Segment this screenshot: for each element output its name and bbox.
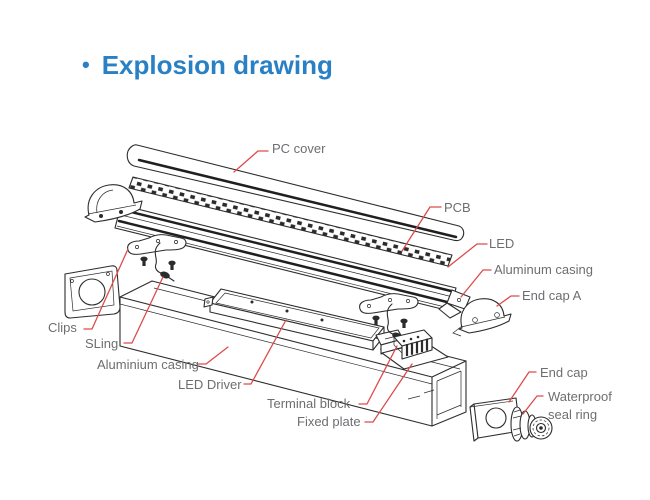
aluminum-casing-leader-line (460, 269, 492, 298)
end-cap-a-part (452, 298, 512, 337)
waterproof-seal-ring-part (510, 406, 553, 442)
pc-cover-leader-line (233, 150, 269, 173)
end-cap-a-label: End cap A (522, 288, 582, 303)
waterproof-seal-ring-leader-line (522, 395, 544, 415)
clips-label: Clips (48, 320, 77, 335)
fixed-plate-label: Fixed plate (297, 414, 361, 429)
led-driver-label: LED Driver (178, 377, 242, 392)
part-labels: PC cover PCB LED Aluminum casing End cap… (48, 141, 612, 429)
aluminum-casing-part (114, 204, 471, 319)
pcb-led-strip-part (128, 176, 453, 267)
aluminium-casing-label: Aluminium casing (97, 357, 199, 372)
sling-leader-line (123, 276, 164, 344)
terminal-block-label: Terminal block (267, 396, 351, 411)
sling-label: SLing (85, 336, 118, 351)
end-cap-a-leader-line (496, 295, 520, 307)
aluminium-casing-leader-line (197, 346, 229, 365)
led-driver-part (203, 288, 411, 358)
terminal-block-leader-line (358, 345, 398, 405)
pcb-leader-line (401, 206, 442, 252)
pcb-label: PCB (444, 200, 471, 215)
led-driver-leader-line (243, 319, 287, 385)
end-cap-label: End cap (540, 365, 588, 380)
waterproof-seal-ring-label-line2: seal ring (548, 407, 597, 422)
title-text: Explosion drawing (101, 50, 333, 80)
terminal-block-fixed-plate-part (381, 329, 449, 370)
clips-leader-line (83, 248, 129, 330)
aluminum-casing-label: Aluminum casing (494, 262, 593, 277)
end-cap-dome-left-part (84, 184, 143, 223)
pc-cover-label: PC cover (272, 141, 326, 156)
fixed-plate-leader-line (364, 363, 413, 423)
title-bullet-icon: • (82, 52, 90, 77)
led-label: LED (489, 236, 514, 251)
leader-lines (83, 150, 544, 423)
clip-right-part (359, 293, 419, 343)
end-piece-left-part (64, 265, 121, 319)
clip-left-part (127, 234, 187, 270)
waterproof-seal-ring-label-line1: Waterproof (548, 389, 612, 404)
led-leader-line (447, 243, 488, 268)
page-title: • Explosion drawing (82, 50, 333, 81)
end-cap-leader-line (508, 371, 537, 403)
pc-cover-part (126, 144, 465, 242)
